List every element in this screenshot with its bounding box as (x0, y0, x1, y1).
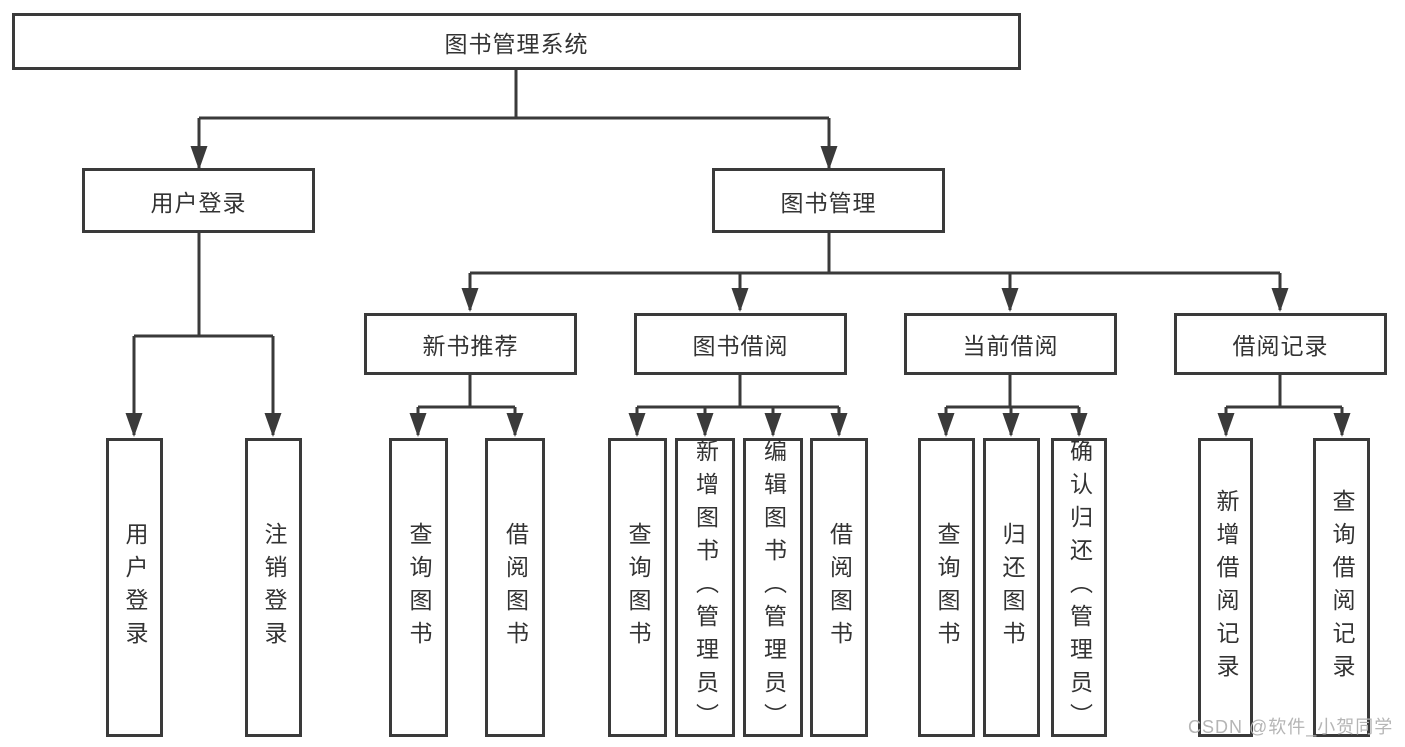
node-current-borrowing: 当前借阅 (904, 313, 1117, 375)
node-leaf-user-login: 用户登录 (106, 438, 163, 737)
csdn-watermark: CSDN @软件_小贺同学 (1188, 717, 1394, 737)
node-leaf-edit-books-admin: 编辑图书（管理员） (743, 438, 803, 737)
node-new-book-recommend: 新书推荐 (364, 313, 577, 375)
node-leaf-query-borrow-record: 查询借阅记录 (1313, 438, 1370, 737)
node-leaf-confirm-return-admin: 确认归还（管理员） (1051, 438, 1107, 737)
leaf-label: 用户登录 (122, 521, 148, 654)
leaf-label: 借阅图书 (502, 521, 529, 654)
leaf-label: 确认归还（管理员） (1066, 439, 1093, 736)
leaf-label: 新增图书（管理员） (692, 439, 719, 736)
node-borrow-records: 借阅记录 (1174, 313, 1387, 375)
node-leaf-return-books: 归还图书 (983, 438, 1040, 737)
leaf-label: 编辑图书（管理员） (760, 439, 787, 736)
leaf-label: 归还图书 (999, 521, 1025, 654)
leaf-label: 查询图书 (406, 521, 432, 654)
node-book-management: 图书管理 (712, 168, 945, 233)
leaf-label: 注销登录 (261, 521, 287, 654)
node-leaf-add-books-admin: 新增图书（管理员） (675, 438, 735, 737)
node-leaf-logout: 注销登录 (245, 438, 302, 737)
arrowheads (125, 146, 1351, 437)
leaf-label: 查询借阅记录 (1329, 488, 1355, 687)
leaf-label: 借阅图书 (826, 521, 853, 654)
node-book-borrowing: 图书借阅 (634, 313, 847, 375)
node-user-login: 用户登录 (82, 168, 315, 233)
node-leaf-borrow-books: 借阅图书 (810, 438, 868, 737)
leaf-label: 查询图书 (934, 521, 960, 654)
leaf-label: 查询图书 (625, 521, 651, 654)
node-root-system: 图书管理系统 (12, 13, 1021, 70)
tree-edges (132, 70, 1344, 435)
node-leaf-query-books-newrec: 查询图书 (389, 438, 448, 737)
node-leaf-query-books-borrow: 查询图书 (608, 438, 667, 737)
node-leaf-add-borrow-record: 新增借阅记录 (1198, 438, 1253, 737)
node-leaf-query-books-current: 查询图书 (918, 438, 975, 737)
node-leaf-borrow-books-newrec: 借阅图书 (485, 438, 545, 737)
leaf-label: 新增借阅记录 (1213, 488, 1239, 687)
